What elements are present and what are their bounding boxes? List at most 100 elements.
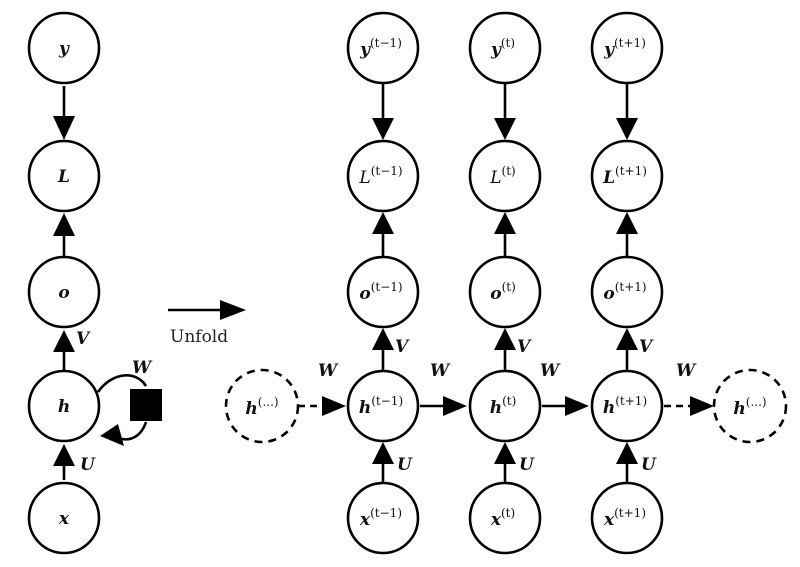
edge-label-V-t-plus-1: V: [639, 337, 654, 357]
node-L-t-symbol: L: [489, 168, 501, 188]
node-L-t: [468, 139, 542, 213]
arrowhead-o-to-L-t: [494, 212, 516, 234]
node-y-t-plus-1-symbol: y: [603, 40, 615, 60]
node-h-t-minus-1-label: h(t−1): [359, 394, 403, 418]
node-h-ellipsis-left: [224, 368, 300, 444]
node-h-label: h: [58, 397, 70, 417]
node-x-label: x: [58, 509, 70, 529]
node-y-t-plus-1: [590, 11, 664, 85]
node-L-t-plus-1-symbol: L: [602, 168, 615, 188]
node-y-t-minus-1-symbol: y: [359, 40, 371, 60]
arrowhead-y-to-L-t-plus-1: [616, 118, 638, 140]
node-o-t-minus-1-label: o(t−1): [359, 280, 402, 304]
arrowhead-y-to-L: [53, 116, 75, 140]
node-y: [27, 11, 101, 85]
unfold-arrowhead: [220, 300, 246, 320]
recurrent-label-4: W: [676, 361, 697, 381]
edge-label-U-t-minus-1: U: [397, 455, 413, 475]
arrowhead-o-to-L: [53, 213, 75, 236]
arrowhead-x-to-h-t: [494, 442, 516, 464]
node-y-label: y: [58, 39, 70, 59]
arrowhead-recurrent-loop: [100, 424, 124, 446]
node-y-t-minus-1: [346, 11, 420, 85]
arrowhead-h-to-o-t: [494, 328, 516, 350]
arrowhead-h-t-minus-1-to-h-t: [443, 396, 467, 416]
node-x-t-minus-1: [346, 481, 420, 555]
node-h-t-plus-1-superscript: (t+1): [615, 394, 647, 408]
node-o-t-plus-1-label: o(t+1): [603, 280, 646, 304]
time-delay-square: [130, 389, 162, 421]
node-L-t-plus-1-superscript: (t+1): [615, 164, 647, 178]
node-y-t-label: y(t): [490, 36, 515, 60]
node-h-t-minus-1: [346, 369, 420, 443]
node-o-t-plus-1-superscript: (t+1): [615, 280, 647, 294]
node-o-label: o: [58, 283, 69, 303]
node-h-t-minus-1-symbol: h: [359, 398, 371, 418]
node-L-t-plus-1-label: L(t+1): [602, 164, 647, 188]
edge-label-V: V: [76, 329, 91, 349]
edge-label-U-t: U: [519, 455, 535, 475]
node-h-ellipsis-left-label: h(...): [245, 395, 278, 419]
node-L-t-minus-1-superscript: (t−1): [371, 164, 403, 178]
recurrent-label-3: W: [540, 361, 561, 381]
node-o-t-minus-1-superscript: (t−1): [371, 280, 403, 294]
arrowhead-h-t-to-h-t-plus-1: [565, 396, 589, 416]
node-h-t-plus-1-label: h(t+1): [603, 394, 647, 418]
node-h-t: [468, 369, 542, 443]
edge-label-U: U: [80, 455, 96, 475]
arrowhead-x-to-h: [53, 444, 75, 466]
unfold-arrow: Unfold: [168, 300, 246, 347]
node-h-t-plus-1: [590, 369, 664, 443]
arrowhead-x-to-h-t-minus-1: [372, 442, 394, 464]
node-L-t-plus-1: [590, 139, 664, 213]
node-L-t-minus-1-label: L(t−1): [358, 164, 402, 188]
recurrent-label-2: W: [430, 361, 451, 381]
node-y-t-plus-1-superscript: (t+1): [614, 36, 646, 50]
edge-label-V-t-minus-1: V: [395, 337, 410, 357]
node-x-t-plus-1: [590, 481, 664, 555]
edge-label-U-t-plus-1: U: [641, 455, 657, 475]
node-L-t-superscript: (t): [502, 164, 516, 178]
node-L: [27, 139, 101, 213]
node-y-t-minus-1-label: y(t−1): [359, 36, 402, 60]
node-o: [27, 255, 101, 329]
node-y-t-minus-1-superscript: (t−1): [370, 36, 402, 50]
node-x: [27, 481, 101, 555]
unfold-label: Unfold: [170, 327, 228, 347]
arrowhead-x-to-h-t-plus-1: [616, 442, 638, 464]
node-o-t-symbol: o: [490, 284, 501, 304]
node-L-t-minus-1: [346, 139, 420, 213]
node-x-t-plus-1-superscript: (t+1): [614, 506, 646, 520]
node-x-t-minus-1-label: x(t−1): [359, 506, 402, 530]
arrowhead-h-to-o: [53, 330, 75, 352]
node-h-t-plus-1-symbol: h: [603, 398, 615, 418]
node-x-t-symbol: x: [490, 510, 502, 530]
timestep-columns: y(t−1)L(t−1)o(t−1)h(t−1)x(t−1)VUy(t)L(t)…: [346, 11, 664, 555]
node-x-t-label: x(t): [490, 506, 515, 530]
node-L-t-minus-1-symbol: L: [358, 168, 370, 188]
node-o-t-minus-1-symbol: o: [359, 284, 370, 304]
node-h-t-symbol: h: [490, 398, 502, 418]
node-x-t-minus-1-superscript: (t−1): [370, 506, 402, 520]
node-o-t-plus-1: [590, 255, 664, 329]
node-h-ellipsis-right: [712, 368, 788, 444]
node-L-label: L: [57, 167, 70, 187]
edge-label-V-t: V: [517, 337, 532, 357]
node-y-t: [468, 11, 542, 85]
node-L-t-label: L(t): [489, 164, 515, 188]
node-h: [27, 369, 101, 443]
node-x-t-plus-1-symbol: x: [603, 510, 615, 530]
node-x-t: [468, 481, 542, 555]
node-y-t-superscript: (t): [501, 36, 515, 50]
node-y-t-plus-1-label: y(t+1): [603, 36, 646, 60]
node-h-t-superscript: (t): [502, 394, 516, 408]
node-h-t-label: h(t): [490, 394, 517, 418]
recurrent-loop-upper: [96, 374, 148, 393]
node-x-t-plus-1-label: x(t+1): [603, 506, 646, 530]
arrowhead-h-ellipsis-right: [690, 396, 714, 416]
node-o-t-superscript: (t): [502, 280, 516, 294]
node-o-t: [468, 255, 542, 329]
arrowhead-y-to-L-t-minus-1: [372, 118, 394, 140]
node-y-t-symbol: y: [490, 40, 502, 60]
